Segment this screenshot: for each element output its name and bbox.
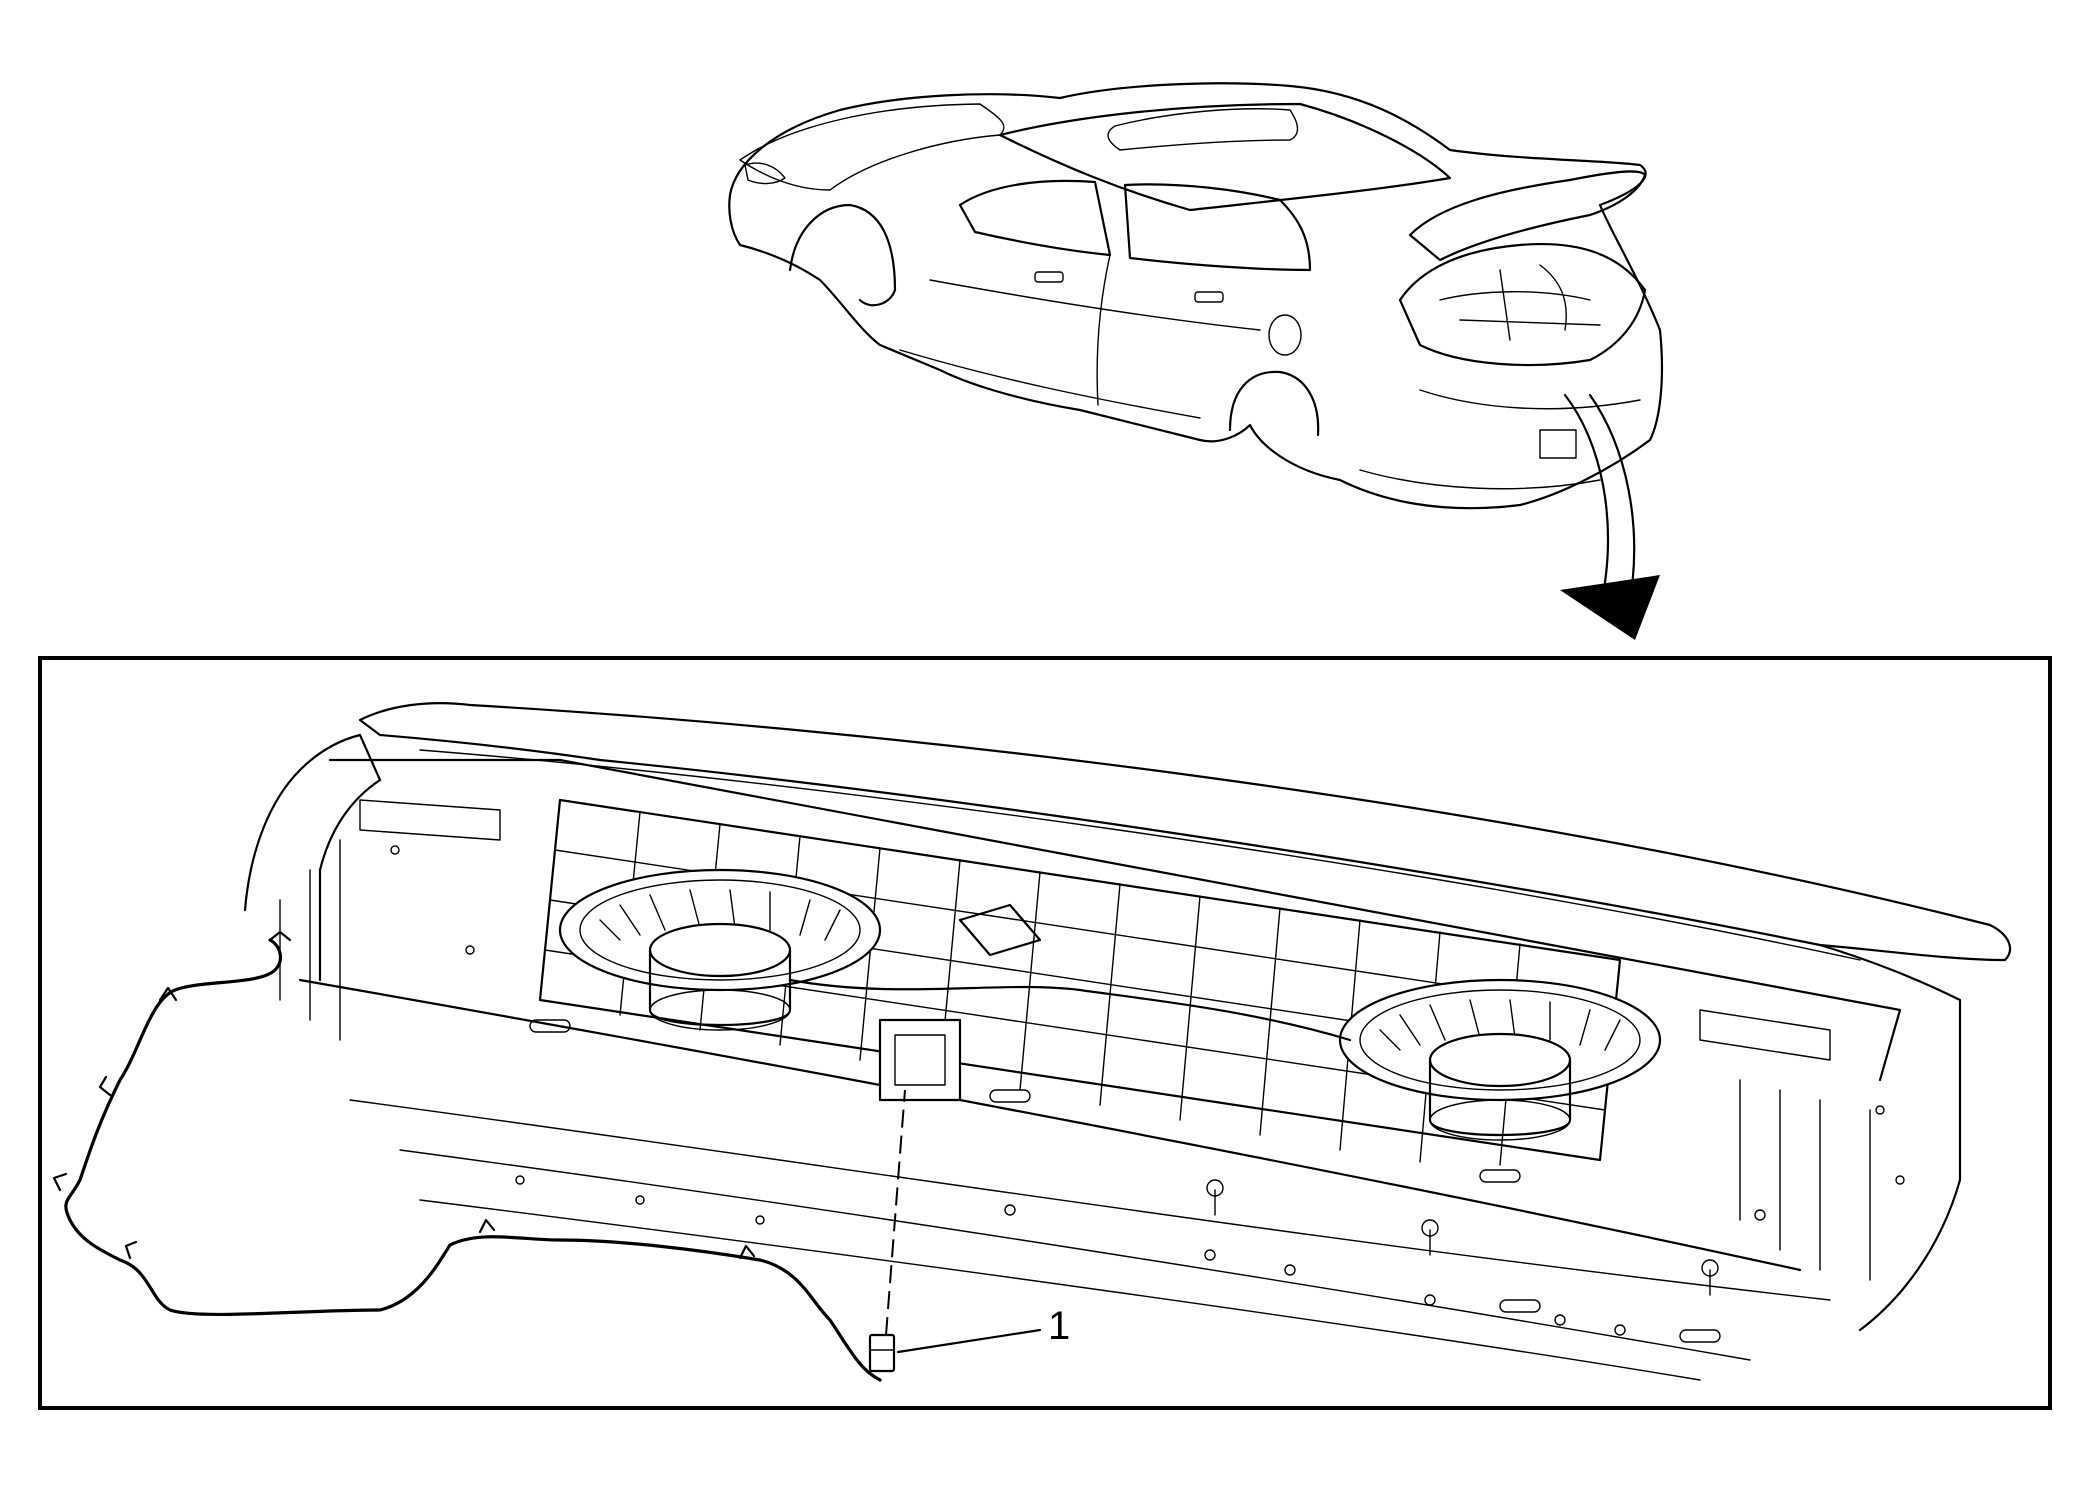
shelf-lower-edge-3 <box>419 1199 1701 1381</box>
alignment-dashed-line <box>885 1089 906 1336</box>
center-mount-inner <box>894 1034 946 1086</box>
rear-sill-panel <box>358 702 2012 962</box>
vehicle-license-pocket <box>1539 429 1577 459</box>
antenna-cable-assembly <box>52 930 906 1382</box>
vehicle-rocker <box>899 349 1201 419</box>
detail-frame <box>38 656 2052 1410</box>
vehicle-sunroof <box>1107 108 1299 151</box>
detail-arrow <box>1560 393 1660 640</box>
antenna-cable <box>64 938 882 1382</box>
left-speaker <box>558 868 882 1031</box>
shelf-holes <box>390 845 1905 1336</box>
vehicle-fuel-door <box>1268 314 1302 356</box>
vehicle-belt-line <box>929 279 1261 331</box>
arrow-head <box>1560 575 1660 640</box>
right-vent-slot <box>1699 1009 1831 1061</box>
callout-label-1: 1 <box>1048 1304 1071 1348</box>
right-side-pillar <box>1818 943 1962 1332</box>
shelf-top-surface <box>328 758 1902 1082</box>
left-vent-slot <box>359 799 501 841</box>
shelf-slots <box>529 1019 1721 1343</box>
vehicle-overview <box>728 82 1664 510</box>
center-mount-bracket <box>878 1018 962 1102</box>
cable-clips <box>52 930 756 1260</box>
vehicle-front-wheel-arch <box>788 203 897 307</box>
vehicle-trunk-lid <box>1408 170 1647 262</box>
shelf-lower-edge-2 <box>399 1149 1751 1361</box>
callout-leader-1 <box>896 1328 1042 1354</box>
rear-shelf-detail <box>243 702 2012 1381</box>
vehicle-body-outline <box>728 82 1664 510</box>
arrow-shaft-inner <box>1588 393 1636 614</box>
vehicle-trunk-interior <box>1439 264 1601 341</box>
rear-sill-lip <box>419 749 1861 961</box>
vehicle-trunk-opening <box>1398 243 1647 367</box>
vehicle-hood <box>739 103 1005 191</box>
upper-bracket <box>958 903 1042 957</box>
vehicle-door-seam <box>1096 254 1111 406</box>
vehicle-front-door-handle <box>1034 271 1064 283</box>
arrow-shaft <box>1563 393 1609 612</box>
antenna-module <box>868 1333 896 1373</box>
left-side-pillar <box>243 733 382 982</box>
shelf-wire-harness <box>788 978 1352 1042</box>
shelf-lower-edge-1 <box>349 1099 1831 1301</box>
vehicle-headlamp <box>744 162 786 185</box>
vehicle-roof <box>998 102 1452 212</box>
vehicle-front-door-window <box>958 179 1112 257</box>
vehicle-rear-door-handle <box>1194 291 1224 303</box>
right-speaker <box>1338 978 1662 1141</box>
vehicle-rear-door-window <box>1123 183 1312 272</box>
shelf-front-edge <box>298 978 1802 1272</box>
vehicle-rear-wheel-arch <box>1228 370 1320 437</box>
right-side-panel-lines <box>1739 1079 1871 1281</box>
vehicle-rear-bumper <box>1359 389 1641 490</box>
